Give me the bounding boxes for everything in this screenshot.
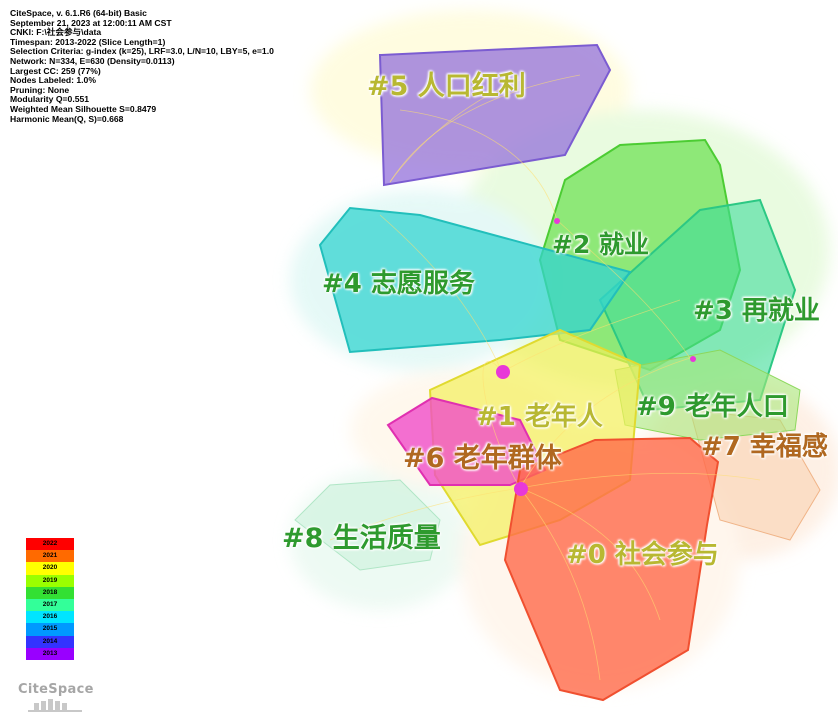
cluster-label-5[interactable]: #5 人口红利 (367, 71, 526, 102)
cluster-label-3[interactable]: #3 再就业 (693, 296, 820, 326)
logo-bars-icon (28, 699, 82, 712)
cluster-label-4[interactable]: #4 志愿服务 (322, 269, 475, 299)
info-line: Largest CC: 259 (77%) (10, 65, 101, 76)
info-line: Weighted Mean Silhouette S=0.8479 (10, 103, 157, 114)
legend-year-swatch: 2022 (26, 538, 74, 551)
info-line: Nodes Labeled: 1.0% (10, 75, 96, 86)
legend-year-swatch: 2013 (26, 647, 74, 660)
cluster-hull-8[interactable] (294, 479, 441, 571)
legend-year-swatch: 2015 (26, 623, 74, 636)
cluster-hull-4[interactable] (318, 206, 632, 354)
node-marker[interactable] (690, 356, 696, 362)
info-line: Timespan: 2013-2022 (Slice Length=1) (10, 36, 166, 47)
link-curves (329, 74, 761, 681)
legend-year-swatch: 2019 (26, 574, 74, 587)
info-line: CiteSpace, v. 6.1.R6 (64-bit) Basic (10, 8, 147, 18)
cluster-label-8[interactable]: #8 生活质量 (282, 523, 441, 554)
legend-year-swatch: 2021 (26, 550, 74, 563)
cluster-label-2[interactable]: #2 就业 (552, 230, 650, 259)
info-line: Modularity Q=0.551 (10, 94, 90, 105)
node-marker[interactable] (514, 482, 528, 496)
cluster-label-1[interactable]: #1 老年人 (476, 402, 603, 432)
info-line: September 21, 2023 at 12:00:11 AM CST (10, 17, 172, 28)
node-marker[interactable] (496, 365, 510, 379)
cluster-hull-5[interactable] (378, 43, 612, 187)
info-line: Pruning: None (10, 84, 70, 95)
cluster-hull-0[interactable] (503, 436, 720, 702)
info-line: Network: N=334, E=630 (Density=0.0113) (10, 55, 175, 66)
cluster-label-7[interactable]: #7 幸福感 (701, 432, 828, 462)
node-marker[interactable] (554, 218, 560, 224)
legend-year-swatch: 2018 (26, 586, 74, 599)
legend-year-swatch: 2017 (26, 598, 74, 612)
citespace-logo: CiteSpace (14, 680, 96, 720)
logo-text: CiteSpace (18, 682, 94, 697)
legend-year-swatch: 2020 (26, 562, 74, 575)
info-line: CNKI: F:\社会参与\data (10, 27, 102, 38)
legend-year-swatch: 2016 (26, 611, 74, 624)
cluster-label-0[interactable]: #0 社会参与 (566, 540, 719, 570)
cluster-label-9[interactable]: #9 老年人口 (636, 392, 789, 422)
info-line: Harmonic Mean(Q, S)=0.668 (10, 113, 124, 124)
cluster-label-6[interactable]: #6 老年群体 (403, 443, 562, 474)
info-line: Selection Criteria: g-index (k=25), LRF=… (10, 46, 274, 57)
legend-year-swatch: 2014 (26, 635, 74, 648)
